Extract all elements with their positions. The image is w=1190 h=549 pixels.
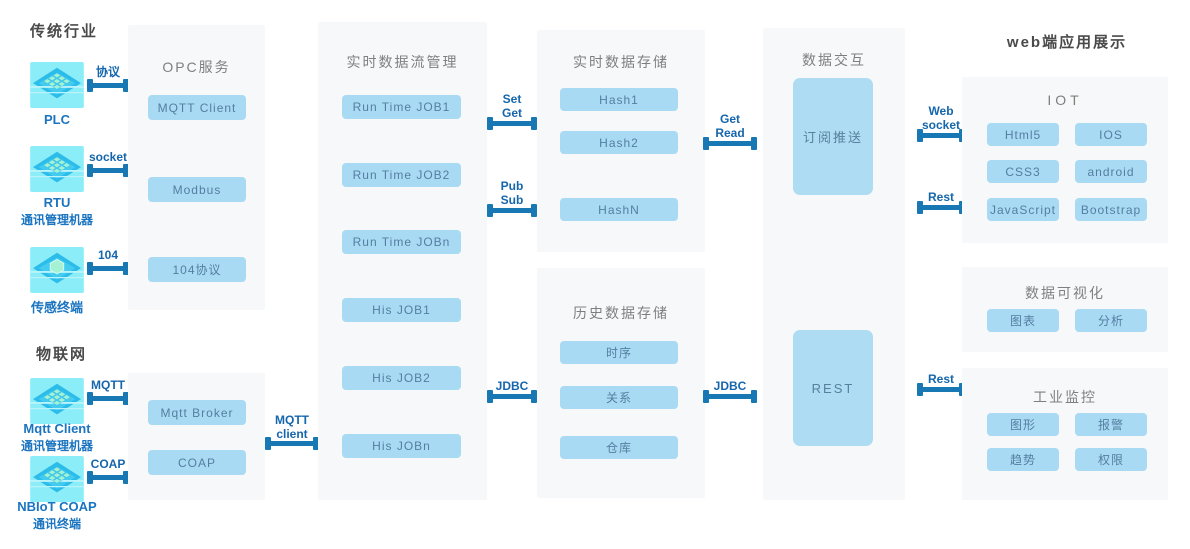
box-hashn: HashN xyxy=(560,198,678,221)
header-traditional-industry: 传统行业 xyxy=(30,23,99,40)
box-permission: 权限 xyxy=(1075,448,1147,471)
connector-pub-sub-label: Pub Sub xyxy=(500,179,524,207)
connector-mqtt-client xyxy=(265,437,319,450)
connector-rest-top-label: Rest xyxy=(927,190,954,204)
box-his-job1: His JOB1 xyxy=(342,298,461,322)
connector-set-get-label: Set Get xyxy=(501,92,522,120)
device-mqtt-sublabel: 通讯管理机器 xyxy=(20,439,93,453)
connector-get-read-label: Get Read xyxy=(715,112,745,140)
device-sensor-terminal xyxy=(30,247,84,293)
box-bootstrap: Bootstrap xyxy=(1075,198,1147,221)
device-mqtt-client xyxy=(30,378,84,424)
device-rtu xyxy=(30,146,84,192)
box-runtime-jobn: Run Time JOBn xyxy=(342,230,461,254)
connector-socket xyxy=(87,164,129,177)
connector-pub-sub xyxy=(487,204,537,217)
box-graphics: 图形 xyxy=(987,413,1059,436)
connector-coap-label: COAP xyxy=(90,457,126,471)
connector-protocol-label: 协议 xyxy=(95,65,120,79)
panel-iot-title: IOT xyxy=(1047,92,1083,108)
panel-history-title: 历史数据存储 xyxy=(573,305,669,321)
device-nbiot-sublabel: 通讯终端 xyxy=(32,517,81,531)
connector-web-socket xyxy=(917,129,965,142)
box-104-protocol: 104协议 xyxy=(148,257,246,282)
connector-get-read xyxy=(703,137,757,150)
box-css3: CSS3 xyxy=(987,160,1059,183)
connector-set-get xyxy=(487,117,537,130)
nbiot-chip-icon xyxy=(30,456,84,502)
box-modbus: Modbus xyxy=(148,177,246,202)
device-rtu-label: RTU xyxy=(43,195,71,210)
box-html5: Html5 xyxy=(987,123,1059,146)
box-trend: 趋势 xyxy=(987,448,1059,471)
panel-visualization-title: 数据可视化 xyxy=(1025,285,1105,301)
connector-rest-top xyxy=(917,201,965,214)
connector-socket-label: socket xyxy=(88,150,128,164)
connector-protocol xyxy=(87,79,129,92)
box-relational: 关系 xyxy=(560,386,678,409)
panel-iot: IOT Html5 IOS CSS3 android JavaScript Bo… xyxy=(962,77,1168,243)
device-plc xyxy=(30,62,84,108)
rtu-chip-icon xyxy=(30,146,84,192)
box-ios: IOS xyxy=(1075,123,1147,146)
connector-104-label: 104 xyxy=(97,248,119,262)
panel-stream-title: 实时数据流管理 xyxy=(346,54,459,70)
device-rtu-sublabel: 通讯管理机器 xyxy=(20,213,93,227)
connector-jdbc-left xyxy=(487,390,537,403)
header-iot-network: 物联网 xyxy=(36,346,88,363)
device-nbiot-coap xyxy=(30,456,84,502)
connector-jdbc-left-label: JDBC xyxy=(495,379,529,393)
mqtt-chip-icon xyxy=(30,378,84,424)
box-mqtt-client: MQTT Client xyxy=(148,95,246,120)
plc-chip-icon xyxy=(30,62,84,108)
panel-realtime-store: 实时数据存储 Hash1 Hash2 HashN xyxy=(537,30,705,252)
connector-rest-bottom-label: Rest xyxy=(927,372,954,386)
panel-data-exchange: 数据交互 订阅推送 REST xyxy=(763,28,905,500)
connector-104 xyxy=(87,262,129,275)
connector-coap xyxy=(87,471,129,484)
box-rest: REST xyxy=(793,330,873,446)
box-subscribe-push: 订阅推送 xyxy=(793,78,873,195)
box-hash1: Hash1 xyxy=(560,88,678,111)
panel-broker: Mqtt Broker COAP xyxy=(128,373,265,500)
box-his-job2: His JOB2 xyxy=(342,366,461,390)
box-timeseries: 时序 xyxy=(560,341,678,364)
box-android: android xyxy=(1075,160,1147,183)
box-his-jobn: His JOBn xyxy=(342,434,461,458)
panel-exchange-title: 数据交互 xyxy=(802,52,866,68)
device-sensor-label: 传感终端 xyxy=(30,300,83,315)
panel-stream-mgmt: 实时数据流管理 Run Time JOB1 Run Time JOB2 Run … xyxy=(318,22,487,500)
device-mqtt-label: Mqtt Client xyxy=(23,421,91,436)
box-warehouse: 仓库 xyxy=(560,436,678,459)
box-alarm: 报警 xyxy=(1075,413,1147,436)
connector-mqtt-label: MQTT xyxy=(91,378,125,392)
panel-industrial-monitor: 工业监控 图形 报警 趋势 权限 xyxy=(962,368,1168,500)
panel-realtime-title: 实时数据存储 xyxy=(573,54,669,70)
box-hash2: Hash2 xyxy=(560,131,678,154)
header-web-display: web端应用展示 xyxy=(1006,34,1128,51)
panel-visualization: 数据可视化 图表 分析 xyxy=(962,267,1168,352)
box-runtime-job2: Run Time JOB2 xyxy=(342,163,461,187)
sensor-chip-icon xyxy=(30,247,84,293)
connector-web-socket-label: Web socket xyxy=(921,104,961,132)
device-nbiot-label: NBIoT COAP xyxy=(17,499,97,514)
device-plc-label: PLC xyxy=(44,112,70,127)
panel-opc-title: OPC服务 xyxy=(162,59,231,75)
box-coap: COAP xyxy=(148,450,246,475)
box-javascript: JavaScript xyxy=(987,198,1059,221)
panel-opc-services: OPC服务 MQTT Client Modbus 104协议 xyxy=(128,25,265,310)
connector-mqtt-client-label: MQTT client xyxy=(275,413,309,441)
connector-mqtt xyxy=(87,392,129,405)
box-mqtt-broker: Mqtt Broker xyxy=(148,400,246,425)
box-runtime-job1: Run Time JOB1 xyxy=(342,95,461,119)
connector-jdbc-right-label: JDBC xyxy=(713,379,747,393)
connector-rest-bottom xyxy=(917,383,965,396)
panel-history-store: 历史数据存储 时序 关系 仓库 xyxy=(537,268,705,498)
panel-monitor-title: 工业监控 xyxy=(1033,389,1097,405)
box-analysis: 分析 xyxy=(1075,309,1147,332)
connector-jdbc-right xyxy=(703,390,757,403)
box-charts: 图表 xyxy=(987,309,1059,332)
